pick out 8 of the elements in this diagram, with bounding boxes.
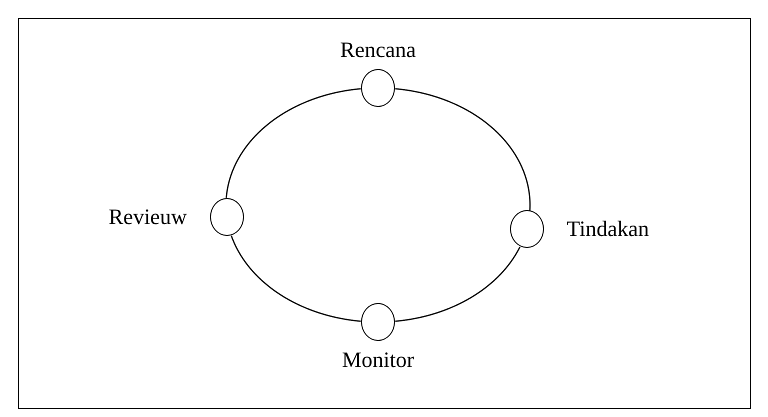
stage-label: Monitor: [342, 347, 414, 373]
stage-label: Revieuw: [108, 204, 187, 230]
curved-connector: [226, 88, 361, 198]
curved-connector: [230, 236, 361, 322]
curved-connector: [395, 88, 531, 211]
stage-label: Rencana: [340, 37, 416, 63]
stage-label: Tindakan: [566, 216, 649, 242]
curved-connector: [395, 246, 520, 322]
